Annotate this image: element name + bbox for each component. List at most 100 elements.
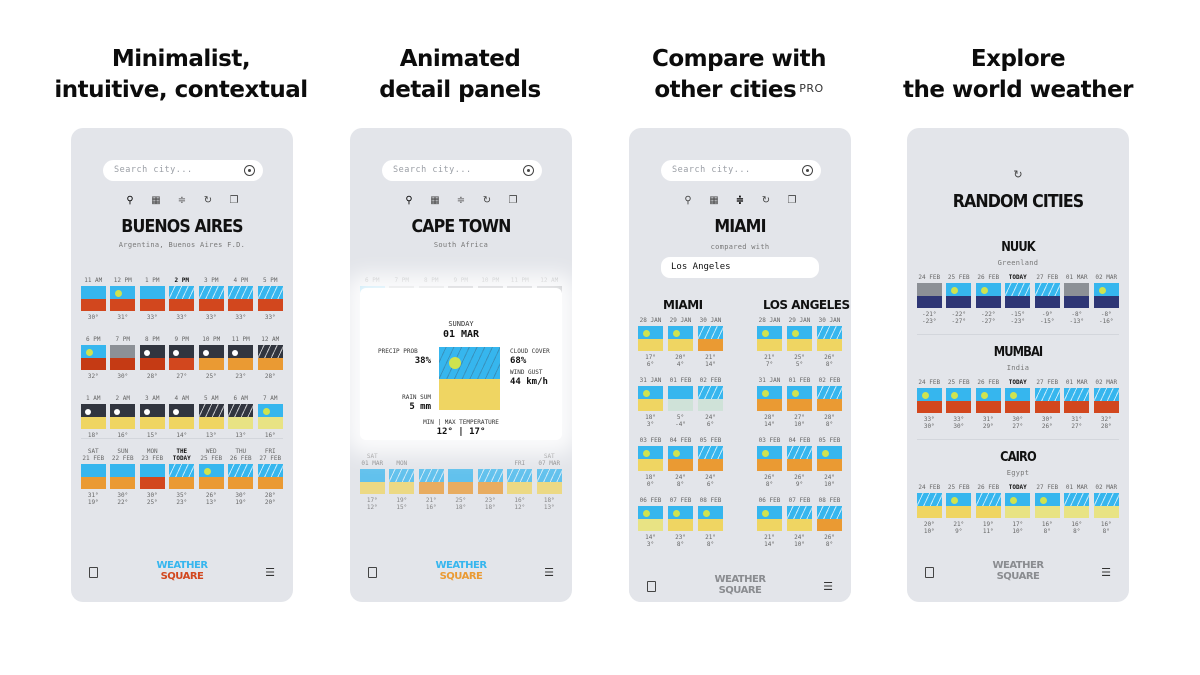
cell-label-line: 28 JAN bbox=[639, 317, 662, 324]
temperature-half bbox=[1034, 400, 1060, 413]
calendar-icon[interactable]: ▦ bbox=[151, 195, 161, 206]
menu-icon[interactable]: ☰ bbox=[544, 566, 554, 579]
temperature-half bbox=[1064, 400, 1090, 413]
location-pin-icon[interactable]: ⚲ bbox=[405, 195, 413, 206]
detail-panel[interactable]: SUNDAY 01 MAR PRECIP PROB 38% CLOUD COVE… bbox=[360, 288, 562, 440]
cell-label: 9 PM bbox=[169, 329, 196, 343]
cell-label: 27 FEB bbox=[1034, 267, 1061, 281]
temperature-half bbox=[975, 400, 1001, 413]
temperature-value: 25° bbox=[146, 499, 158, 506]
cell-label: 05 FEB bbox=[816, 430, 843, 444]
cell-label-line: 24 FEB bbox=[918, 379, 941, 386]
logo-line: WEATHER bbox=[435, 560, 487, 571]
forecast-cell: 25°18° bbox=[448, 453, 475, 511]
compare-city-input[interactable]: Los Angeles bbox=[661, 257, 819, 278]
temperature-value: 4° bbox=[676, 361, 685, 368]
menu-icon[interactable]: ☰ bbox=[823, 580, 833, 593]
copy-icon[interactable]: ❐ bbox=[508, 195, 518, 206]
temperature-value: 32° bbox=[1100, 416, 1112, 423]
bookmark-icon[interactable] bbox=[368, 567, 377, 578]
weather-square bbox=[1034, 283, 1060, 308]
bookmark-icon[interactable] bbox=[647, 581, 656, 592]
temperature-value: 6° bbox=[706, 421, 715, 428]
temperature-value: 23° bbox=[235, 373, 247, 380]
temperature-value: 20° bbox=[675, 354, 686, 361]
cloud-value: 68% bbox=[510, 356, 527, 366]
location-pin-icon[interactable]: ⚲ bbox=[126, 195, 134, 206]
cell-label-line: 04 FEB bbox=[669, 437, 692, 444]
cell-label-line: 8 PM bbox=[145, 336, 160, 343]
calendar-icon[interactable]: ▦ bbox=[430, 195, 440, 206]
temperature-half bbox=[198, 298, 224, 311]
temperature-value: -27° bbox=[981, 318, 996, 325]
temperature-value: 27° bbox=[794, 414, 805, 421]
refresh-icon[interactable]: ↻ bbox=[761, 195, 771, 206]
rain-icon bbox=[698, 326, 723, 339]
calendar-icon[interactable]: ▦ bbox=[709, 195, 719, 206]
temperature-half bbox=[698, 338, 723, 351]
bookmark-icon[interactable] bbox=[925, 567, 934, 578]
menu-icon[interactable]: ☰ bbox=[265, 566, 275, 579]
cell-label-line: SAT bbox=[87, 448, 99, 455]
sky-half bbox=[110, 286, 136, 299]
temperature-half bbox=[638, 458, 663, 471]
weather-square bbox=[787, 386, 812, 411]
compare-icon[interactable]: ≑ bbox=[735, 195, 745, 206]
locate-icon[interactable] bbox=[523, 165, 534, 176]
weather-square bbox=[1093, 493, 1119, 518]
refresh-icon[interactable]: ↻ bbox=[1013, 168, 1023, 181]
temperature-value: 12° bbox=[514, 504, 526, 511]
cell-label-line: 24 FEB bbox=[918, 484, 941, 491]
cell-label-line: 12 PM bbox=[113, 277, 132, 284]
cell-label: 1 PM bbox=[139, 270, 166, 284]
compare-icon[interactable]: ≑ bbox=[456, 195, 466, 206]
weather-square bbox=[198, 404, 224, 429]
temperature-value: 8° bbox=[825, 541, 834, 548]
temperature-half bbox=[946, 400, 972, 413]
refresh-icon[interactable]: ↻ bbox=[482, 195, 492, 206]
cell-label: 04 FEB bbox=[786, 430, 813, 444]
temperature-value: 20° bbox=[264, 499, 276, 506]
cell-label-line: 10 PM bbox=[481, 277, 500, 284]
cell-label: 25 FEB bbox=[946, 267, 973, 281]
weather-square bbox=[110, 345, 136, 370]
weather-square bbox=[389, 469, 415, 494]
locate-icon[interactable] bbox=[802, 165, 813, 176]
cell-label-line: TODAY bbox=[1005, 379, 1032, 386]
cell-label-line: 27 FEB bbox=[1036, 379, 1059, 386]
weather-square bbox=[228, 404, 254, 429]
search-input[interactable]: Search city... bbox=[103, 160, 263, 181]
copy-icon[interactable]: ❐ bbox=[229, 195, 239, 206]
refresh-icon[interactable]: ↻ bbox=[203, 195, 213, 206]
search-input[interactable]: Search city... bbox=[382, 160, 542, 181]
sun-icon bbox=[951, 287, 959, 294]
city-subtitle: South Africa bbox=[433, 241, 489, 249]
location-pin-icon[interactable]: ⚲ bbox=[684, 195, 692, 206]
menu-icon[interactable]: ☰ bbox=[1101, 566, 1111, 579]
weather-square bbox=[1064, 388, 1090, 413]
weather-square bbox=[668, 506, 693, 531]
temperature-value: 18° bbox=[543, 497, 555, 504]
sun-icon bbox=[792, 390, 799, 397]
search-input[interactable]: Search city... bbox=[661, 160, 821, 181]
city-title: CAPE TOWN bbox=[411, 216, 512, 237]
copy-icon[interactable]: ❐ bbox=[787, 195, 797, 206]
cell-label: 03 FEB bbox=[756, 430, 783, 444]
temperature-half bbox=[787, 458, 812, 471]
locate-icon[interactable] bbox=[244, 165, 255, 176]
compare-icon[interactable]: ≑ bbox=[177, 195, 187, 206]
temperature-value: 13° bbox=[235, 432, 247, 439]
temperature-value: 23° bbox=[176, 499, 188, 506]
detail-weather-square bbox=[439, 347, 500, 410]
bookmark-icon[interactable] bbox=[89, 567, 98, 578]
weather-square bbox=[1034, 493, 1060, 518]
cell-label: 5 AM bbox=[198, 388, 225, 402]
cell-label: 7 PM bbox=[389, 270, 416, 284]
cell-label: 25 FEB bbox=[946, 372, 973, 386]
weather-square bbox=[946, 493, 972, 518]
